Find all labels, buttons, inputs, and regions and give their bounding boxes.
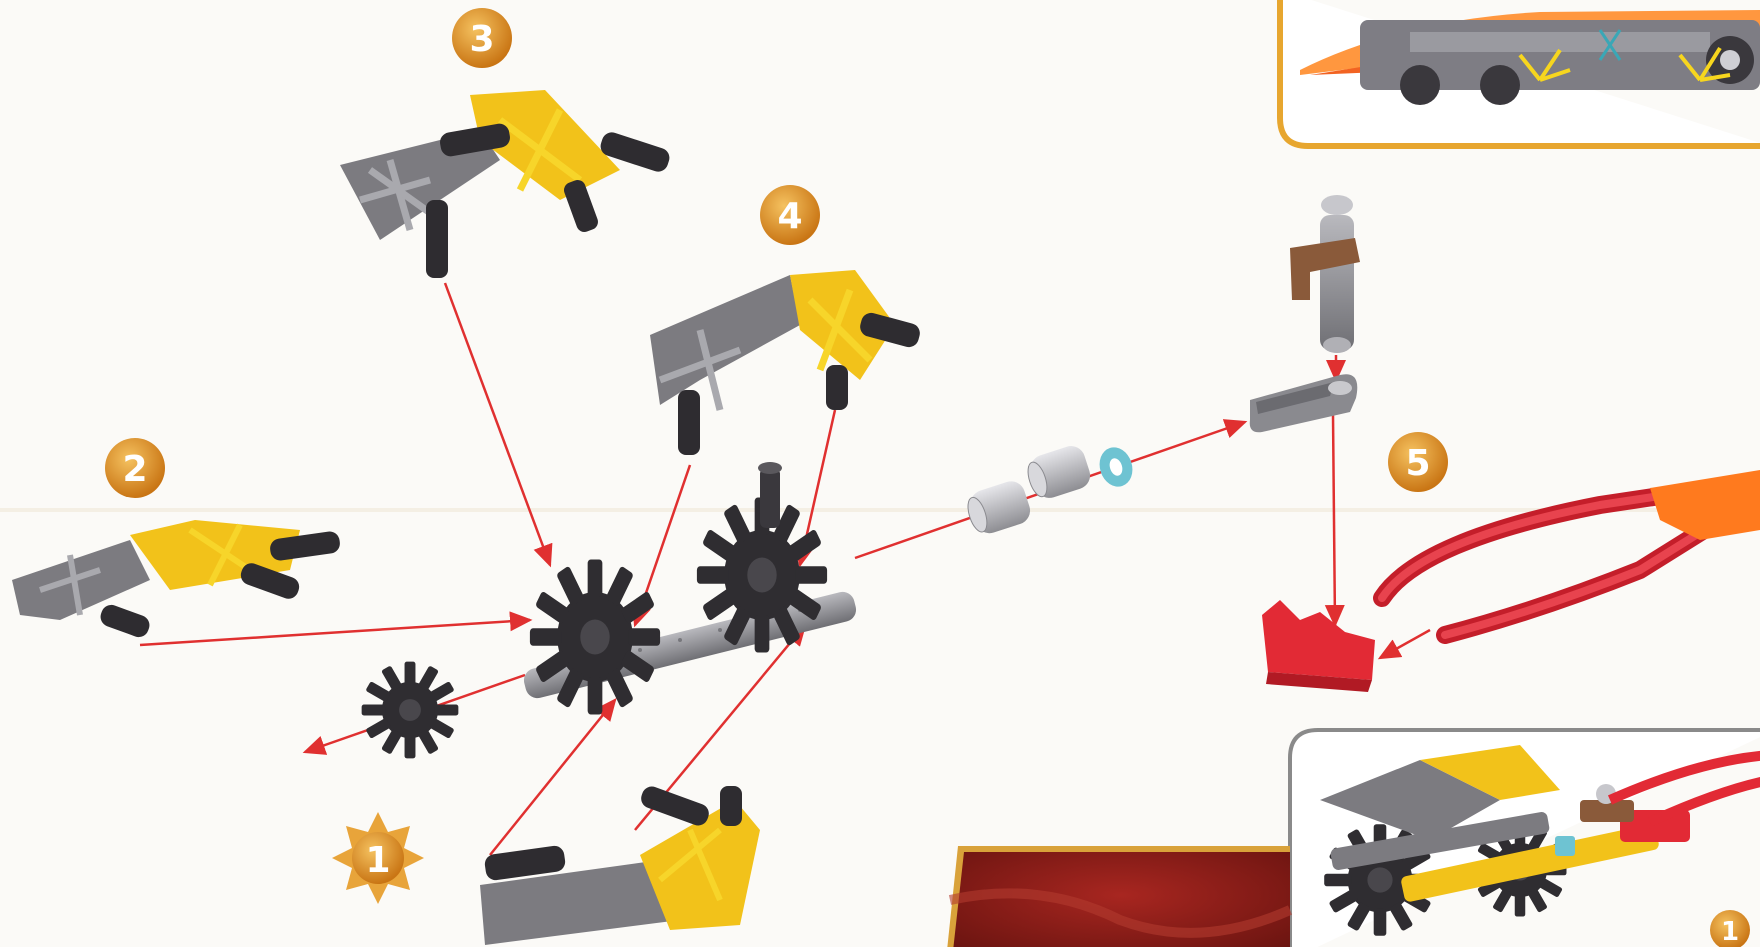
bracket-part-2	[12, 520, 341, 640]
assembly-arrow-icon	[140, 620, 530, 645]
axle-assembly	[362, 462, 859, 758]
step-label-1: 1	[365, 840, 390, 881]
step-badge-5: 5	[1388, 432, 1448, 492]
step-badge-3: 3	[452, 8, 512, 68]
bracket-part-4	[650, 270, 922, 455]
inset-top-right	[1280, 0, 1760, 146]
assembly-arrow-icon	[490, 700, 615, 855]
clip-connector	[1250, 374, 1358, 432]
step-badge-2: 2	[105, 438, 165, 498]
step-label-3: 3	[469, 19, 494, 60]
inset-assembled-preview	[1320, 745, 1760, 936]
step-label-5: 5	[1405, 443, 1430, 484]
assembly-arrow-icon	[445, 283, 550, 565]
assembly-arrow-icon	[1333, 415, 1335, 625]
step-badge-1: 1	[332, 812, 424, 904]
inset-step-badge: 1	[1710, 910, 1750, 947]
assembly-arrow-icon	[1380, 630, 1430, 658]
red-connector	[1262, 600, 1375, 692]
red-title-panel	[946, 846, 1290, 947]
page-band	[0, 508, 1760, 512]
step-label-4: 4	[777, 196, 802, 237]
small-gear	[362, 662, 459, 759]
step-badge-4: 4	[760, 185, 820, 245]
hub-rod	[1290, 195, 1360, 353]
inset-step-label: 1	[1721, 917, 1739, 947]
bracket-part-1	[480, 784, 760, 945]
spacers	[958, 442, 1137, 538]
inset-bottom-right: 1	[1290, 730, 1760, 947]
bracket-part-3	[340, 90, 672, 278]
step-label-2: 2	[122, 449, 147, 490]
tube-pair	[1382, 470, 1760, 635]
